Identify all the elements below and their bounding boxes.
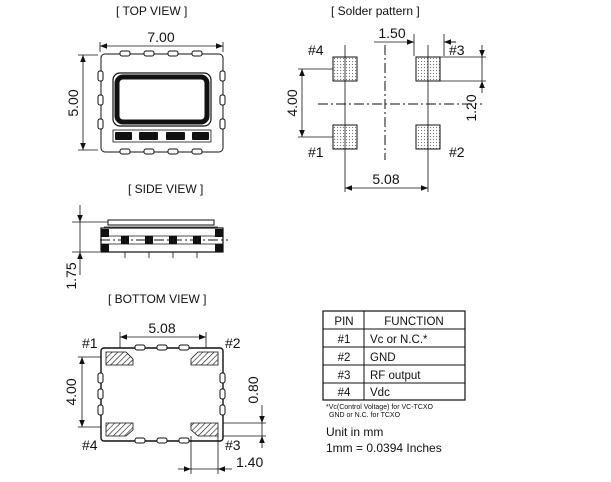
units-line-2: 1mm = 0.0394 Inches bbox=[326, 441, 442, 455]
units-line-1: Unit in mm bbox=[326, 425, 383, 439]
top-notch bbox=[97, 94, 104, 106]
units-note: Unit in mm 1mm = 0.0394 Inches bbox=[326, 425, 442, 455]
side-lid bbox=[107, 219, 215, 226]
side-view-title: [ SIDE VIEW ] bbox=[128, 182, 203, 196]
table-row1-function: Vc or N.C.* bbox=[370, 334, 428, 346]
bottom-pin3-label: #3 bbox=[225, 437, 241, 453]
solder-pitch-label: 1.50 bbox=[378, 25, 405, 41]
bottom-pad-3 bbox=[190, 422, 219, 437]
top-notch bbox=[219, 94, 226, 106]
table-footnote-1: *Vc(Control Voltage) for VC-TCXO bbox=[326, 404, 434, 411]
top-notch bbox=[191, 148, 203, 155]
bottom-view: [ BOTTOM VIEW ] 5.08 4.00 0.80 1.40 bbox=[63, 292, 266, 474]
solder-pin2-label: #2 bbox=[449, 144, 465, 160]
bottom-notch bbox=[156, 437, 168, 444]
bottom-notch bbox=[219, 388, 226, 400]
top-notch bbox=[119, 50, 131, 57]
bottom-pin4-label: #4 bbox=[82, 437, 98, 453]
solder-pin3-label: #3 bbox=[449, 42, 465, 58]
top-view: [ TOP VIEW ] 7.00 5.00 bbox=[65, 4, 226, 155]
bottom-notch bbox=[97, 388, 104, 400]
bottom-notch bbox=[134, 344, 146, 351]
table-row4-pin: #4 bbox=[338, 387, 351, 399]
table-row2-pin: #2 bbox=[338, 352, 351, 364]
side-height-label: 1.75 bbox=[63, 262, 79, 289]
top-notch bbox=[219, 118, 226, 130]
bottom-hspacing-label: 5.08 bbox=[148, 320, 175, 336]
top-notch bbox=[167, 50, 179, 57]
solder-padsize-label: 1.20 bbox=[463, 94, 479, 121]
bottom-castellations bbox=[97, 344, 226, 444]
solder-title: [ Solder pattern ] bbox=[331, 4, 420, 18]
solder-pattern-view: [ Solder pattern ] 1.50 4.00 1.20 bbox=[284, 4, 486, 192]
side-view: [ SIDE VIEW ] 1.75 bbox=[63, 182, 228, 290]
top-notch bbox=[143, 50, 155, 57]
solder-hspacing-label: 5.08 bbox=[372, 171, 399, 187]
table-row1-pin: #1 bbox=[338, 334, 351, 346]
top-notch bbox=[167, 148, 179, 155]
table-row2-function: GND bbox=[370, 352, 396, 364]
bottom-vspacing-label: 4.00 bbox=[63, 378, 79, 405]
table-row3-pin: #3 bbox=[338, 370, 351, 382]
solder-pin4-label: #4 bbox=[308, 42, 324, 58]
top-notch bbox=[143, 148, 155, 155]
bottom-padh-label: 0.80 bbox=[245, 376, 261, 403]
top-notch bbox=[219, 70, 226, 82]
bottom-pad-4 bbox=[105, 422, 134, 437]
top-notch bbox=[97, 70, 104, 82]
bottom-notch bbox=[219, 404, 226, 416]
top-lid-outer bbox=[112, 72, 212, 127]
table-row4-function: Vdc bbox=[370, 387, 390, 399]
table-row3-function: RF output bbox=[370, 370, 421, 382]
top-width-label: 7.00 bbox=[147, 29, 174, 45]
solder-pin1-label: #1 bbox=[308, 144, 324, 160]
table-footnote-2: GND or N.C. for TCXO bbox=[329, 412, 401, 419]
pin-function-table: PIN FUNCTION #1 Vc or N.C.* #2 GND #3 RF… bbox=[322, 310, 466, 419]
bottom-notch bbox=[219, 372, 226, 384]
top-notch bbox=[97, 118, 104, 130]
bottom-notch bbox=[134, 437, 146, 444]
bottom-notch bbox=[97, 372, 104, 384]
bottom-notch bbox=[178, 437, 190, 444]
bottom-padw-label: 1.40 bbox=[236, 454, 263, 470]
bottom-notch bbox=[156, 344, 168, 351]
top-height-label: 5.00 bbox=[65, 89, 81, 116]
bottom-notch bbox=[178, 344, 190, 351]
table-header-function: FUNCTION bbox=[384, 316, 443, 328]
top-view-title: [ TOP VIEW ] bbox=[116, 4, 187, 18]
solder-vspacing-label: 4.00 bbox=[284, 89, 300, 116]
bottom-pin1-label: #1 bbox=[82, 335, 98, 351]
top-notch bbox=[191, 50, 203, 57]
top-notch bbox=[119, 148, 131, 155]
bottom-notch bbox=[97, 404, 104, 416]
bottom-pad-1 bbox=[105, 351, 134, 366]
top-castellations bbox=[97, 50, 226, 155]
top-lid-ring bbox=[114, 74, 210, 125]
bottom-pin2-label: #2 bbox=[225, 335, 241, 351]
bottom-pad-2 bbox=[190, 351, 219, 366]
bottom-view-title: [ BOTTOM VIEW ] bbox=[108, 292, 206, 306]
top-pad-strip bbox=[112, 129, 212, 143]
table-header-pin: PIN bbox=[334, 316, 353, 328]
